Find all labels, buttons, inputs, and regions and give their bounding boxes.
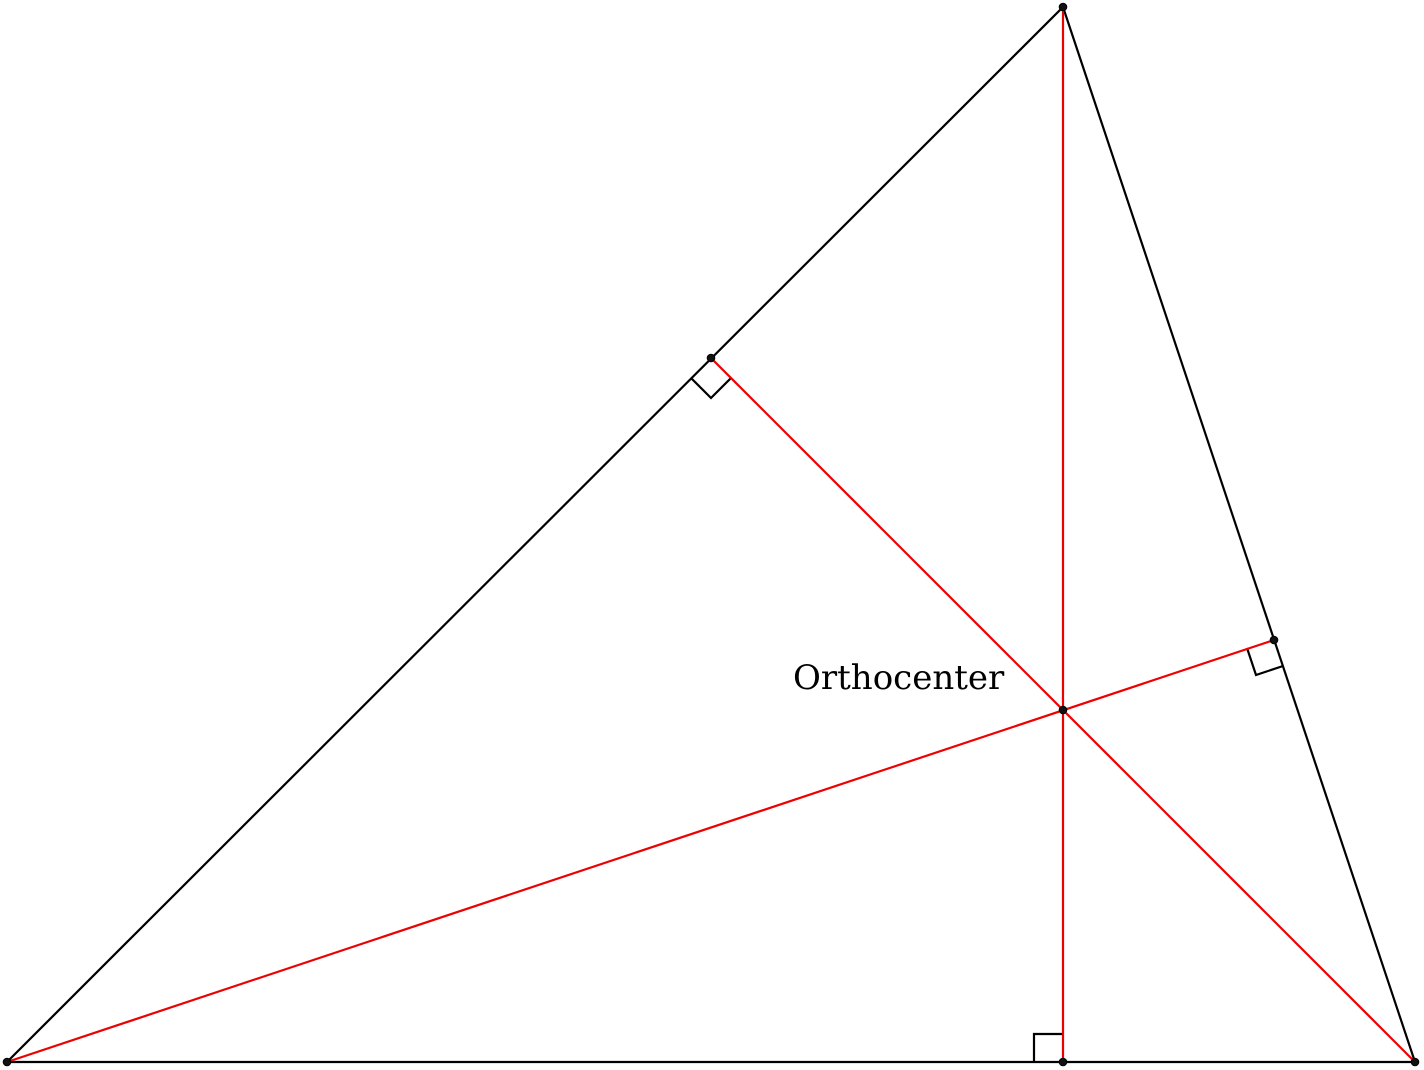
right-angle-marker-left-side <box>690 377 732 400</box>
vertex-apex <box>1058 2 1068 12</box>
side-left <box>5 5 1065 1064</box>
vertex-left <box>2 1057 12 1067</box>
foot-on-base <box>1058 1057 1068 1067</box>
orthocenter-label: Orthocenter <box>793 658 1005 698</box>
side-right <box>1061 5 1417 1064</box>
right-angle-marker-base <box>1032 1032 1063 1062</box>
foot-on-right-side <box>1269 635 1279 645</box>
right-angle-markers <box>690 377 1284 1062</box>
triangle <box>5 5 1417 1064</box>
altitude-from-left-vertex <box>6 638 1275 1064</box>
vertex-right <box>1410 1057 1420 1067</box>
right-angle-marker-right-side <box>1245 647 1284 677</box>
altitudes <box>6 7 1416 1064</box>
foot-on-left-side <box>706 353 716 363</box>
orthocenter-point <box>1058 705 1068 715</box>
